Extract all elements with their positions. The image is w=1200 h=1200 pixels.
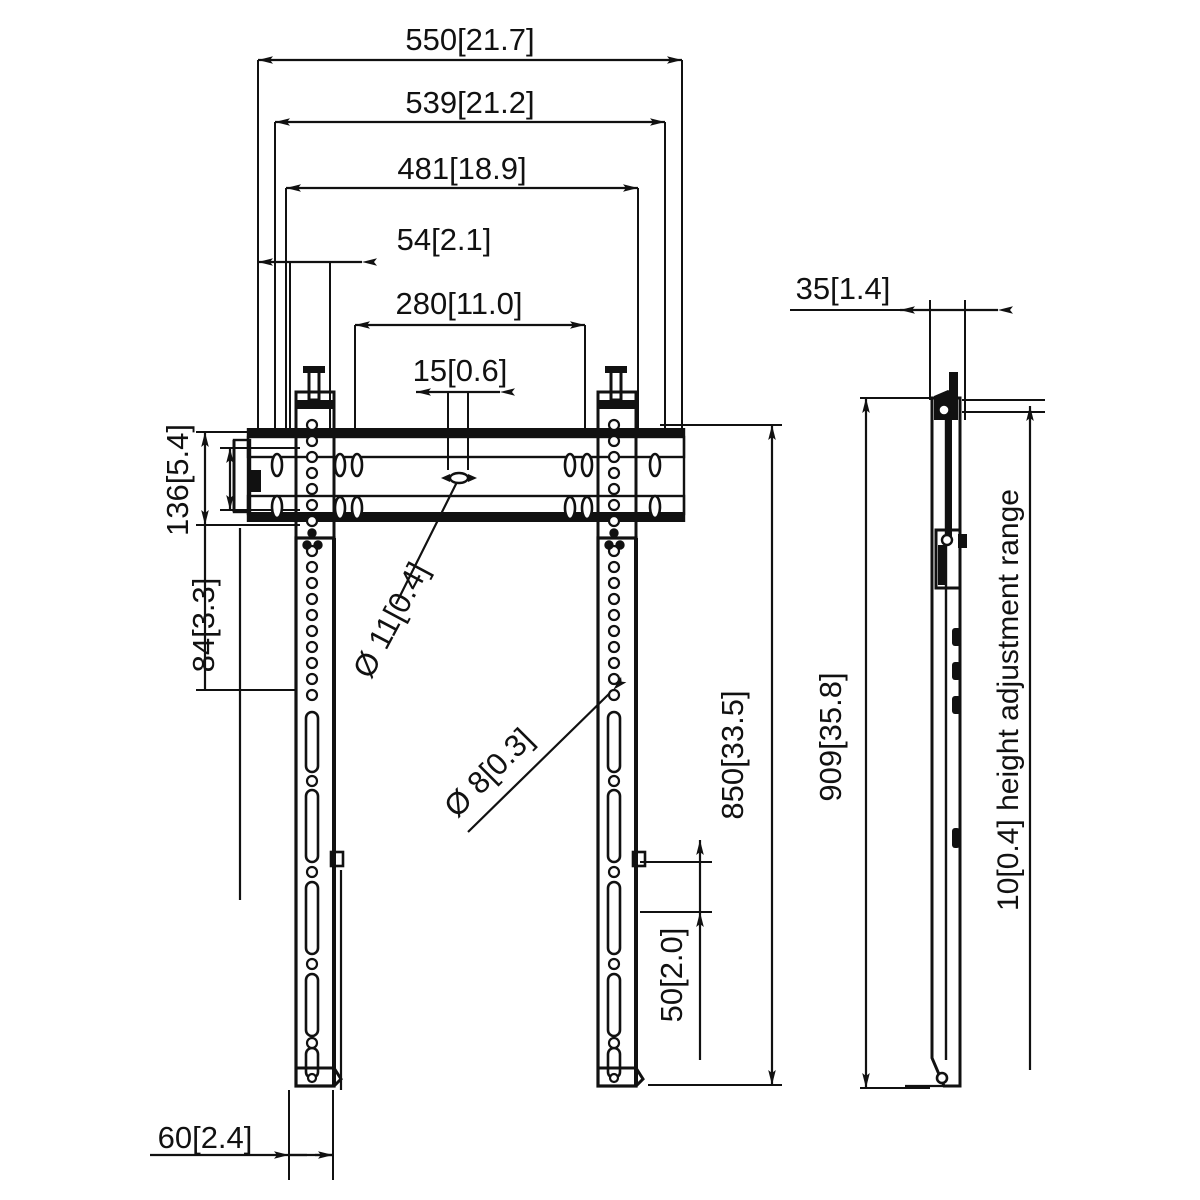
label-dim-539: 539[21.2] — [405, 85, 534, 120]
label-height-adjustment-range: 10[0.4] height adjustment range — [992, 489, 1025, 911]
label-dim-35: 35[1.4] — [796, 271, 891, 306]
dimension-labels: 550[21.7] 539[21.2] 481[18.9] 54[2.1] 28… — [158, 22, 1025, 1155]
label-dim-54: 54[2.1] — [397, 222, 492, 257]
side-clamp — [934, 528, 967, 590]
label-dim-481: 481[18.9] — [397, 151, 526, 186]
left-wall-plate — [232, 438, 261, 514]
side-view — [905, 372, 967, 1088]
side-adjust-extension — [962, 399, 1045, 413]
bottom-extension-lines — [288, 1090, 334, 1180]
label-dim-909: 909[35.8] — [813, 672, 848, 801]
vertical-arm-right — [596, 366, 647, 1088]
leader-d8 — [467, 676, 627, 833]
leader-d11 — [395, 477, 460, 605]
dim-84 — [203, 525, 242, 900]
label-dim-60: 60[2.4] — [158, 1120, 253, 1155]
label-dim-850: 850[33.5] — [715, 690, 750, 819]
label-dim-84: 84[3.3] — [186, 578, 221, 673]
rail-holes-left — [270, 452, 364, 521]
label-hole-d8: Ø 8[0.3] — [437, 721, 540, 824]
side-lugs — [952, 628, 961, 848]
vertical-arm-left — [294, 366, 345, 1090]
rail-body-outline — [246, 428, 686, 522]
rail-holes-right — [563, 452, 662, 521]
label-dim-280: 280[11.0] — [396, 286, 523, 321]
label-hole-d11: Ø 11[0.4] — [346, 557, 436, 684]
center-hole-d11 — [441, 471, 477, 485]
front-view — [232, 366, 686, 1090]
top-extension-lines — [257, 60, 683, 470]
label-dim-136: 136[5.4] — [160, 424, 195, 536]
label-dim-50: 50[2.0] — [654, 928, 689, 1023]
label-dim-550: 550[21.7] — [405, 22, 534, 57]
side-909-extension — [860, 397, 930, 1089]
label-dim-15: 15[0.6] — [413, 353, 508, 388]
